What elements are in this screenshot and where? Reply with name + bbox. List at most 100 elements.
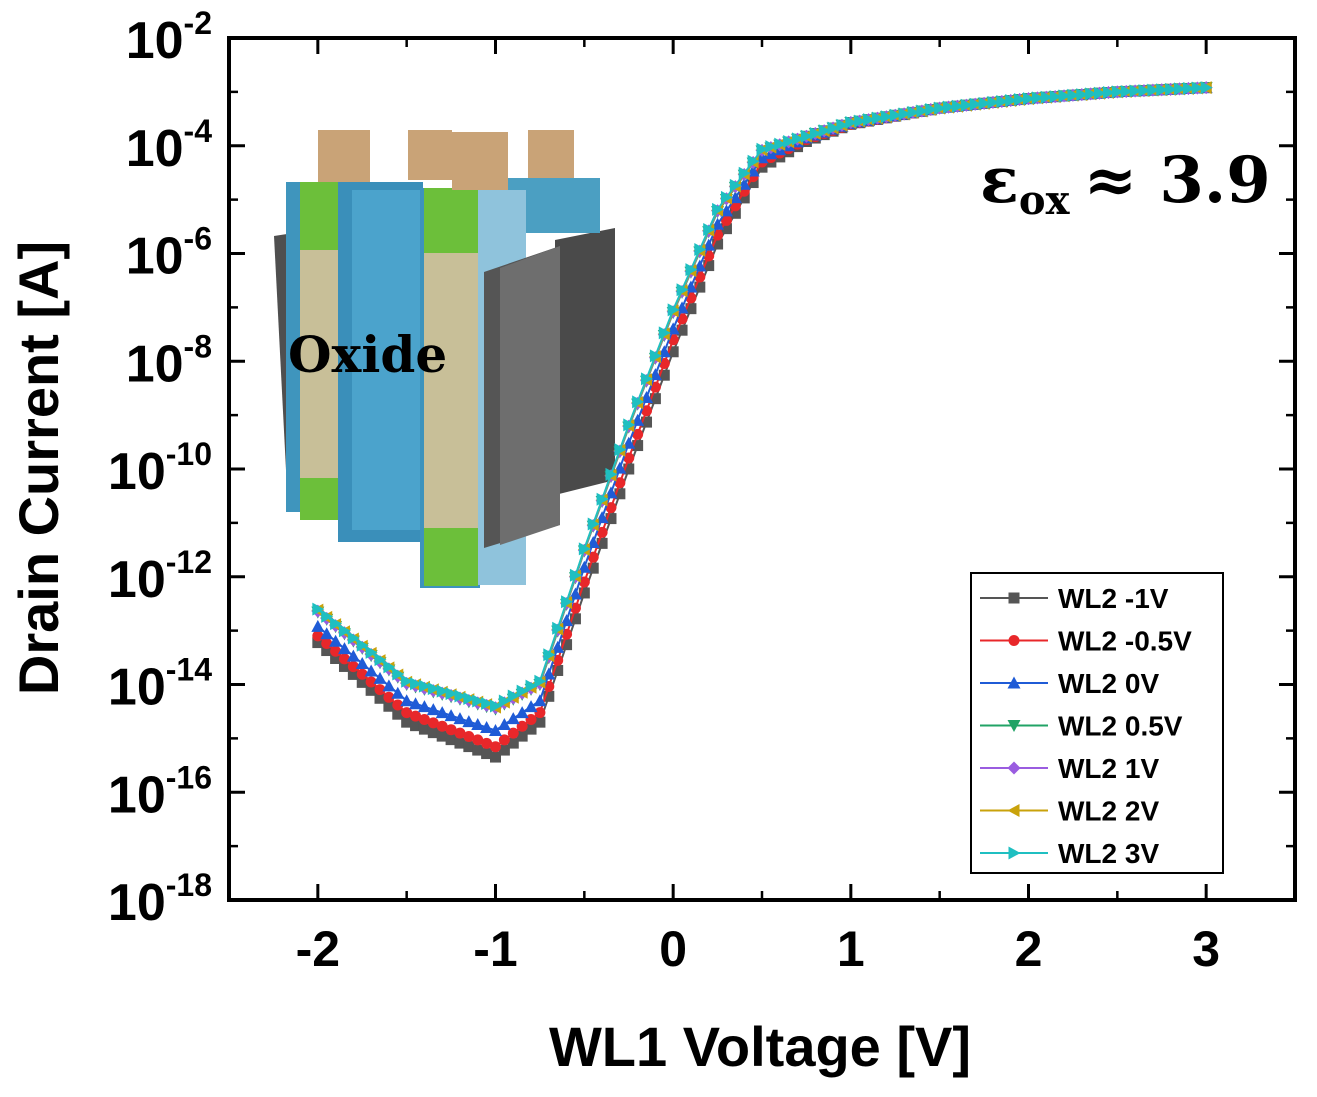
data-point-marker (809, 127, 822, 141)
data-point-marker (364, 664, 378, 677)
data-point-marker (524, 700, 538, 713)
data-point-marker (525, 679, 538, 693)
data-point-marker (845, 116, 858, 130)
data-point-marker (374, 653, 387, 667)
data-point-marker (463, 741, 475, 753)
data-point-marker (373, 671, 387, 684)
y-tick-label: 10-18 (108, 867, 212, 932)
data-point-marker (346, 649, 360, 662)
data-point-marker (641, 405, 653, 417)
data-point-marker (383, 660, 396, 674)
data-point-marker (1014, 93, 1027, 107)
y-tick-label: 10-16 (108, 759, 212, 824)
data-point-marker (1007, 676, 1021, 689)
data-point-marker (347, 668, 359, 680)
data-point-marker (605, 513, 617, 525)
data-point-marker (774, 137, 787, 151)
data-point-marker (435, 706, 449, 719)
legend-label: WL2 1V (1058, 753, 1159, 784)
front-green-bottom-right (424, 528, 478, 586)
data-point-marker (693, 259, 707, 272)
data-point-marker (552, 621, 565, 635)
front-pillar-left-cap (318, 130, 370, 182)
data-point-marker (685, 263, 698, 277)
data-point-marker (676, 324, 688, 336)
data-point-marker (960, 98, 973, 112)
data-point-marker (577, 560, 591, 573)
data-point-marker (578, 542, 591, 556)
data-point-marker (472, 734, 484, 746)
data-point-marker (329, 634, 343, 647)
data-point-marker (561, 639, 573, 651)
front-gate-face (500, 246, 560, 545)
legend-label: WL2 0.5V (1058, 711, 1183, 742)
data-point-marker (516, 684, 529, 698)
data-point-marker (445, 734, 457, 746)
legend-item: WL2 2V (980, 796, 1159, 827)
data-point-marker (916, 104, 929, 118)
data-point-marker (356, 638, 369, 652)
data-point-marker (889, 108, 902, 122)
data-point-marker (436, 730, 448, 742)
x-tick-label: -1 (473, 921, 517, 977)
data-point-marker (586, 535, 600, 548)
data-point-marker (498, 694, 511, 708)
data-point-marker (312, 630, 324, 642)
data-point-marker (676, 283, 689, 297)
data-point-marker (400, 694, 414, 707)
data-point-marker (587, 562, 599, 574)
data-point-marker (1007, 720, 1021, 732)
data-point-marker (694, 243, 707, 257)
data-point-marker (365, 645, 378, 659)
data-point-marker (605, 467, 618, 481)
data-point-marker (445, 724, 457, 736)
data-point-marker (472, 694, 485, 708)
x-tick-label: -2 (296, 921, 340, 977)
data-point-marker (871, 111, 884, 125)
data-point-marker (738, 192, 750, 204)
front-green-bottom-left (300, 478, 338, 520)
data-point-marker (356, 668, 368, 680)
data-point-marker (1191, 81, 1204, 95)
data-point-marker (578, 587, 590, 599)
back-pillar-left-cap (408, 130, 452, 180)
data-point-marker (321, 609, 334, 623)
data-point-marker (996, 94, 1009, 108)
data-point-marker (783, 134, 796, 148)
data-point-marker (312, 602, 325, 616)
data-point-marker (391, 686, 405, 699)
data-point-marker (675, 301, 689, 314)
y-tick-label: 10-6 (126, 221, 212, 286)
data-point-marker (392, 708, 404, 720)
permittivity-symbol: ε (980, 143, 1019, 218)
permittivity-subscript: ox (1019, 177, 1071, 224)
data-point-marker (392, 667, 405, 681)
data-point-marker (1040, 90, 1053, 104)
data-point-marker (453, 712, 467, 725)
data-point-marker (1156, 83, 1169, 97)
data-point-marker (337, 642, 351, 655)
data-point-marker (516, 730, 528, 742)
y-tick-label: 10-8 (126, 328, 212, 393)
data-point-marker (1031, 91, 1044, 105)
front-pillar-right-cap (452, 132, 508, 190)
data-point-marker (765, 140, 778, 154)
data-point-marker (694, 281, 706, 293)
y-tick-label: 10-14 (108, 652, 212, 717)
data-point-marker (338, 653, 350, 665)
data-point-marker (418, 679, 431, 693)
data-point-marker (498, 744, 510, 756)
data-point-marker (356, 676, 368, 688)
y-tick-label: 10-12 (108, 544, 212, 609)
data-point-marker (943, 100, 956, 114)
data-point-marker (383, 691, 395, 703)
data-point-marker (489, 724, 502, 737)
data-point-marker (614, 443, 627, 457)
data-point-marker (1111, 85, 1124, 99)
y-tick-label: 10-2 (126, 5, 212, 70)
data-point-marker (623, 463, 635, 475)
data-point-marker (330, 652, 342, 664)
data-point-marker (551, 640, 565, 653)
data-point-marker (818, 124, 831, 138)
